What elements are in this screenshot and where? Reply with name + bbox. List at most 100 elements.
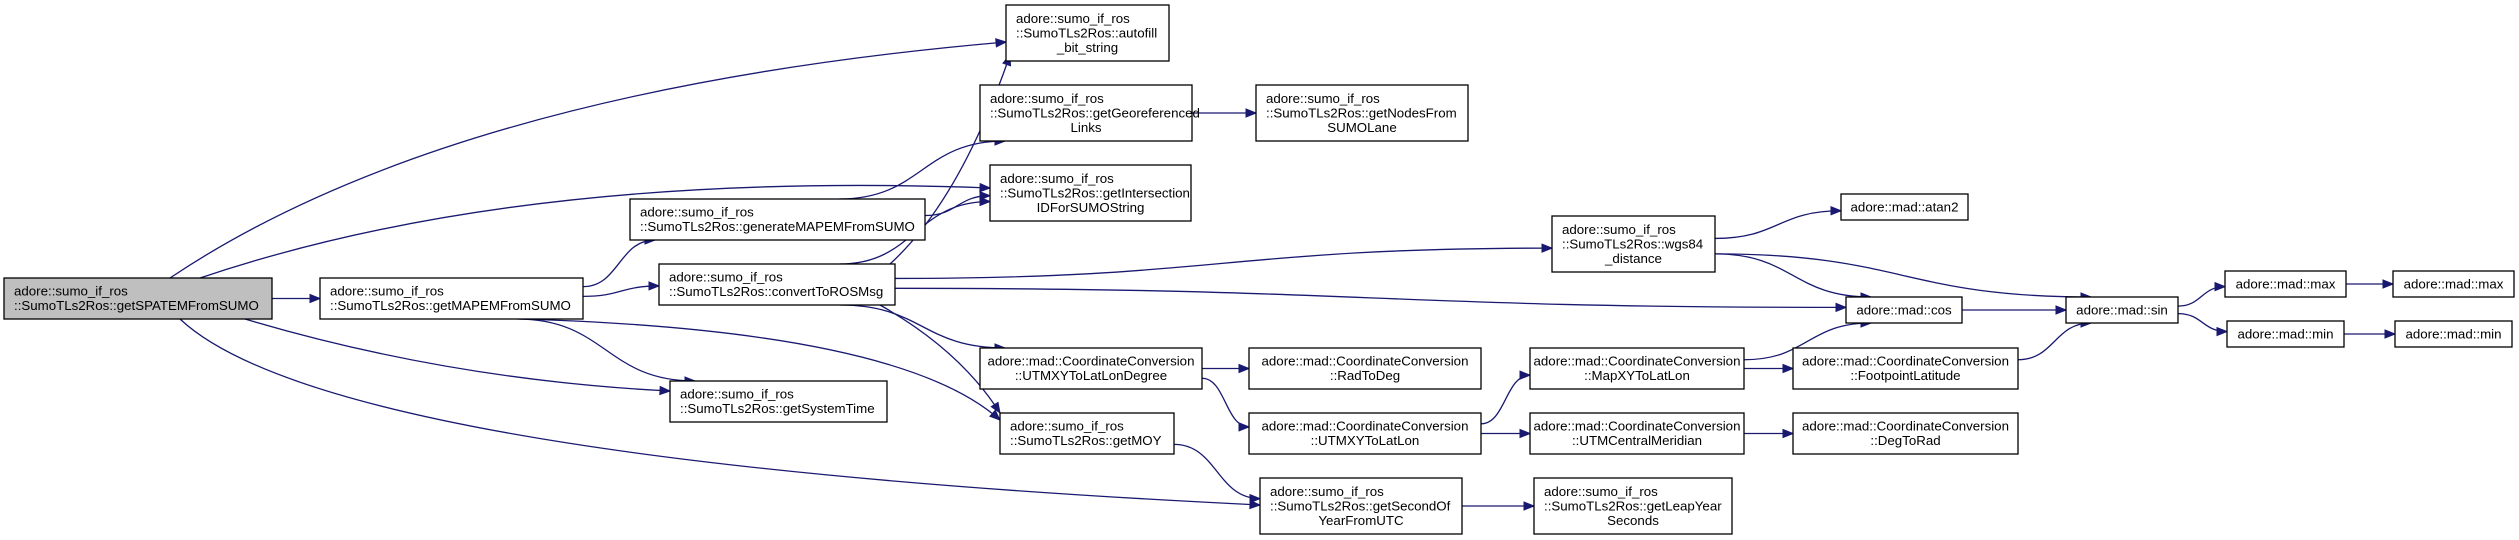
node-DegToRad[interactable]: adore::mad::CoordinateConversion::DegToR… (1792, 412, 2019, 455)
node-box (979, 347, 1203, 390)
node-box (1533, 477, 1733, 535)
edge-getSecondOfYearFromUTC-to-getLeapYearSeconds-arrowhead (1523, 501, 1536, 511)
node-min2[interactable]: adore::mad::min (2394, 320, 2513, 348)
node-box (1248, 347, 1482, 390)
node-sin[interactable]: adore::mad::sin (2065, 296, 2179, 324)
node-box (1255, 84, 1469, 142)
node-getLeapYearSeconds[interactable]: adore::sumo_if_ros::SumoTLs2Ros::getLeap… (1533, 477, 1733, 535)
edge-getSPATEMFromSUMO-to-getMAPEMFromSUMO (271, 293, 322, 304)
edge-getSPATEMFromSUMO-to-getSystemTime-arrowhead (659, 385, 672, 396)
node-label-line: adore::sumo_if_ros (14, 284, 128, 299)
edge-max1-to-max2-arrowhead (2382, 279, 2395, 289)
edge-getMAPEMFromSUMO-to-getSystemTime (516, 318, 697, 386)
node-box (658, 263, 896, 306)
node-label-line: adore::mad::CoordinateConversion (1262, 354, 1469, 369)
node-label-line: adore::mad::CoordinateConversion (1262, 419, 1469, 434)
node-label-line: adore::sumo_if_ros (680, 387, 794, 402)
edge-wgs84_distance-to-cos-line (1714, 253, 1872, 298)
edge-MapXYToLatLon-to-FootpointLatitude (1744, 363, 1795, 374)
edge-getMAPEMFromSUMO-to-convertToROSMsg-arrowhead (648, 281, 661, 291)
node-label-line: Links (1070, 120, 1101, 135)
node-label-line: adore::mad::atan2 (1851, 199, 1959, 214)
edge-sin-to-max1-arrowhead (2214, 281, 2227, 292)
edge-cos-to-sin-arrowhead (2055, 305, 2068, 315)
node-label-line: ::SumoTLs2Ros::getSystemTime (680, 401, 875, 416)
node-min1[interactable]: adore::mad::min (2226, 320, 2345, 348)
edge-convertToROSMsg-to-cos-arrowhead (1835, 302, 1848, 313)
node-label-line: adore::mad::max (2404, 276, 2504, 291)
node-box (2394, 320, 2513, 348)
node-wgs84_distance[interactable]: adore::sumo_if_ros::SumoTLs2Ros::wgs84_d… (1551, 215, 1716, 273)
edge-generateMAPEMFromSUMO-to-getIntersectionIDForSUMOString (924, 190, 992, 217)
edge-getMAPEMFromSUMO-to-getMOY-arrowhead (989, 409, 1002, 421)
node-label-line: _distance (1604, 251, 1662, 266)
node-label-line: ::SumoTLs2Ros::getMOY (1010, 433, 1162, 448)
edge-wgs84_distance-to-atan2-line (1714, 210, 1842, 240)
node-getSecondOfYearFromUTC[interactable]: adore::sumo_if_ros::SumoTLs2Ros::getSeco… (1259, 477, 1463, 535)
edge-wgs84_distance-to-sin (1714, 253, 2093, 302)
edge-cos-to-sin (1962, 305, 2068, 315)
node-label-line: ::SumoTLs2Ros::getSPATEMFromSUMO (14, 298, 259, 313)
edge-getMAPEMFromSUMO-to-convertToROSMsg (582, 281, 661, 298)
node-label-line: adore::mad::sin (2076, 302, 2168, 317)
node-label-line: SUMOLane (1327, 120, 1396, 135)
node-label-line: ::SumoTLs2Ros::getLeapYear (1544, 498, 1722, 513)
node-UTMXYToLatLon[interactable]: adore::mad::CoordinateConversion::UTMXYT… (1248, 412, 1482, 455)
edge-getMOY-to-getSecondOfYearFromUTC-line (1173, 443, 1261, 500)
node-label-line: ::SumoTLs2Ros::getMAPEMFromSUMO (330, 298, 571, 313)
edge-min1-to-min2-arrowhead (2384, 329, 2397, 339)
node-getGeoreferencedLinks[interactable]: adore::sumo_if_ros::SumoTLs2Ros::getGeor… (979, 84, 1200, 142)
node-MapXYToLatLon[interactable]: adore::mad::CoordinateConversion::MapXYT… (1529, 347, 1745, 390)
node-max1[interactable]: adore::mad::max (2224, 270, 2347, 298)
node-getNodesFromSUMOLane[interactable]: adore::sumo_if_ros::SumoTLs2Ros::getNode… (1255, 84, 1469, 142)
node-box (2065, 296, 2179, 324)
node-label-line: ::SumoTLs2Ros::convertToROSMsg (669, 284, 883, 299)
edge-getSPATEMFromSUMO-to-getIntersectionIDForSUMOString-arrowhead (979, 182, 992, 193)
node-getMAPEMFromSUMO[interactable]: adore::sumo_if_ros::SumoTLs2Ros::getMAPE… (319, 277, 584, 320)
node-box (1551, 215, 1716, 273)
node-getMOY[interactable]: adore::sumo_if_ros::SumoTLs2Ros::getMOY (999, 412, 1175, 455)
edge-getSPATEMFromSUMO-to-getSystemTime (244, 318, 672, 396)
edge-getMAPEMFromSUMO-to-getMOY-line (519, 318, 1001, 421)
edge-UTMXYToLatLonDegree-to-RadToDeg-arrowhead (1238, 363, 1251, 374)
edge-convertToROSMsg-to-getMOY-arrowhead (990, 401, 1001, 415)
node-label-line: adore::sumo_if_ros (990, 91, 1104, 106)
node-label-line: adore::mad::CoordinateConversion (1534, 419, 1741, 434)
edge-UTMXYToLatLonDegree-to-UTMXYToLatLon-arrowhead (1238, 422, 1251, 432)
node-label-line: adore::sumo_if_ros (1016, 11, 1130, 26)
node-label-line: _bit_string (1056, 40, 1118, 55)
edge-UTMXYToLatLonDegree-to-RadToDeg (1202, 363, 1251, 374)
node-RadToDeg[interactable]: adore::mad::CoordinateConversion::RadToD… (1248, 347, 1482, 390)
node-label-line: adore::sumo_if_ros (1562, 222, 1676, 237)
edge-max1-to-max2 (2346, 279, 2395, 289)
edge-convertToROSMsg-to-cos-line (894, 287, 1847, 309)
node-label-line: adore::sumo_if_ros (330, 284, 444, 299)
edge-getSPATEMFromSUMO-to-getSecondOfYearFromUTC-line (179, 318, 1261, 506)
node-getIntersectionIDForSUMOString[interactable]: adore::sumo_if_ros::SumoTLs2Ros::getInte… (989, 164, 1192, 222)
edge-wgs84_distance-to-sin-line (1714, 253, 2092, 298)
node-label-line: adore::sumo_if_ros (1266, 91, 1380, 106)
node-label-line: adore::sumo_if_ros (1000, 171, 1114, 186)
node-label-line: adore::mad::CoordinateConversion (1802, 419, 2009, 434)
edge-min1-to-min2 (2344, 329, 2397, 339)
node-getSystemTime[interactable]: adore::sumo_if_ros::SumoTLs2Ros::getSyst… (669, 380, 888, 423)
edge-UTMXYToLatLon-to-MapXYToLatLon (1480, 370, 1532, 425)
node-getSPATEMFromSUMO[interactable]: adore::sumo_if_ros::SumoTLs2Ros::getSPAT… (3, 277, 273, 320)
node-box (1792, 412, 2019, 455)
node-box (3, 277, 273, 320)
node-cos[interactable]: adore::mad::cos (1845, 296, 1963, 324)
node-UTMCentralMeridian[interactable]: adore::mad::CoordinateConversion::UTMCen… (1529, 412, 1745, 455)
node-FootpointLatitude[interactable]: adore::mad::CoordinateConversion::Footpo… (1792, 347, 2019, 390)
node-max2[interactable]: adore::mad::max (2392, 270, 2515, 298)
node-convertToROSMsg[interactable]: adore::sumo_if_ros::SumoTLs2Ros::convert… (658, 263, 896, 306)
node-box (979, 84, 1193, 142)
node-UTMXYToLatLonDegree[interactable]: adore::mad::CoordinateConversion::UTMXYT… (979, 347, 1203, 390)
edge-UTMXYToLatLon-to-UTMCentralMeridian (1481, 428, 1532, 439)
node-label-line: IDForSUMOString (1037, 200, 1145, 215)
node-atan2[interactable]: adore::mad::atan2 (1840, 193, 1969, 221)
node-box (989, 164, 1192, 222)
edge-UTMXYToLatLon-to-MapXYToLatLon-arrowhead (1519, 370, 1532, 380)
edge-getSecondOfYearFromUTC-to-getLeapYearSeconds (1462, 501, 1536, 511)
node-generateMAPEMFromSUMO[interactable]: adore::sumo_if_ros::SumoTLs2Ros::generat… (629, 198, 926, 241)
node-autofill_bit_string[interactable]: adore::sumo_if_ros::SumoTLs2Ros::autofil… (1005, 4, 1170, 62)
